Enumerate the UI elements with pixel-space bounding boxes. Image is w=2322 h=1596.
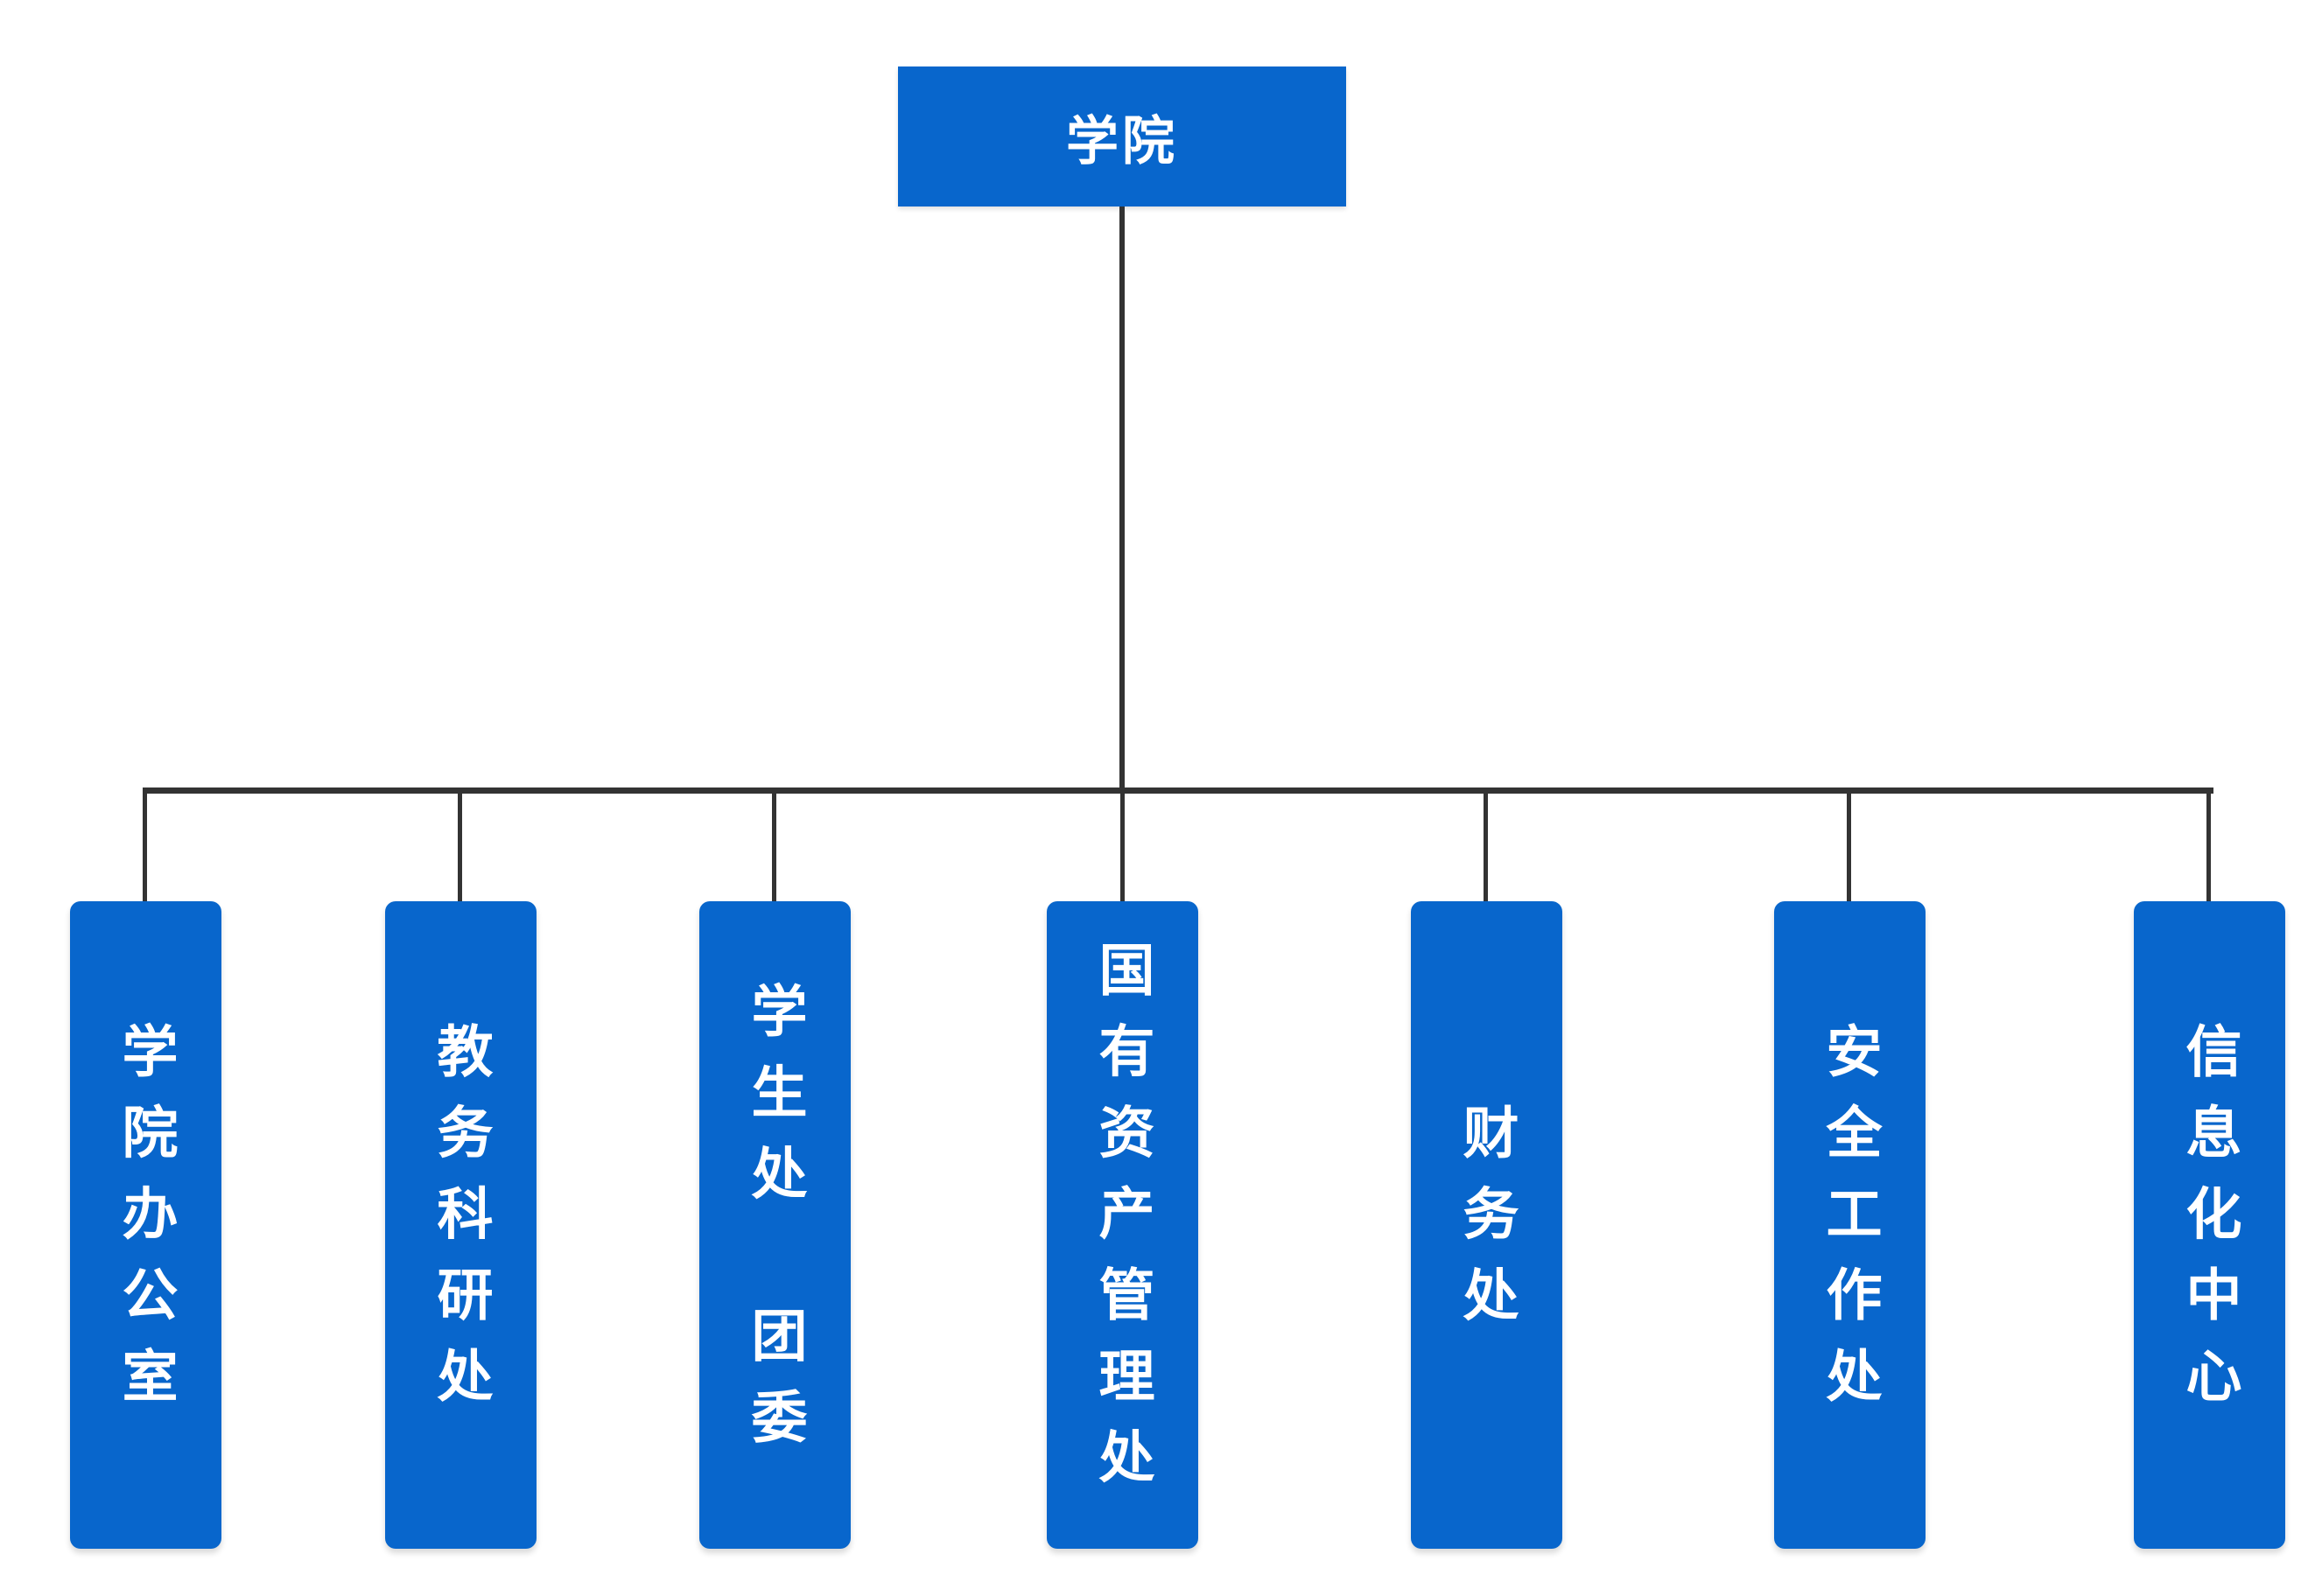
department-label: 财务处	[1455, 1102, 1519, 1348]
drop-line-3	[772, 792, 776, 903]
drop-line-7	[2206, 792, 2211, 903]
department-label: 信息化中心	[2178, 1022, 2241, 1428]
root-node-college: 学院	[898, 66, 1346, 206]
department-label: 国有资产管理处	[1091, 941, 1154, 1509]
department-box-academic-research: 教务科研处	[385, 901, 537, 1549]
drop-line-4	[1120, 792, 1125, 903]
department-box-state-assets-management: 国有资产管理处	[1047, 901, 1198, 1549]
department-label: 教务科研处	[429, 1022, 493, 1428]
drop-line-5	[1484, 792, 1488, 903]
department-label: 学院办公室	[114, 1022, 178, 1428]
department-box-college-office: 学院办公室	[70, 901, 221, 1549]
department-box-information-center: 信息化中心	[2134, 901, 2285, 1549]
department-label: 安全工作处	[1818, 1022, 1882, 1428]
root-node-label: 学院	[1066, 111, 1178, 171]
department-box-student-affairs-youth-league: 学生处 团委	[699, 901, 851, 1549]
department-box-finance: 财务处	[1411, 901, 1562, 1549]
department-box-safety-work: 安全工作处	[1774, 901, 1926, 1549]
trunk-connector-line	[1119, 206, 1125, 793]
drop-line-6	[1847, 792, 1851, 903]
drop-line-2	[458, 792, 462, 903]
department-label: 学生处 团委	[743, 981, 807, 1469]
horizontal-branch-line	[143, 788, 2213, 794]
drop-line-1	[143, 792, 147, 903]
